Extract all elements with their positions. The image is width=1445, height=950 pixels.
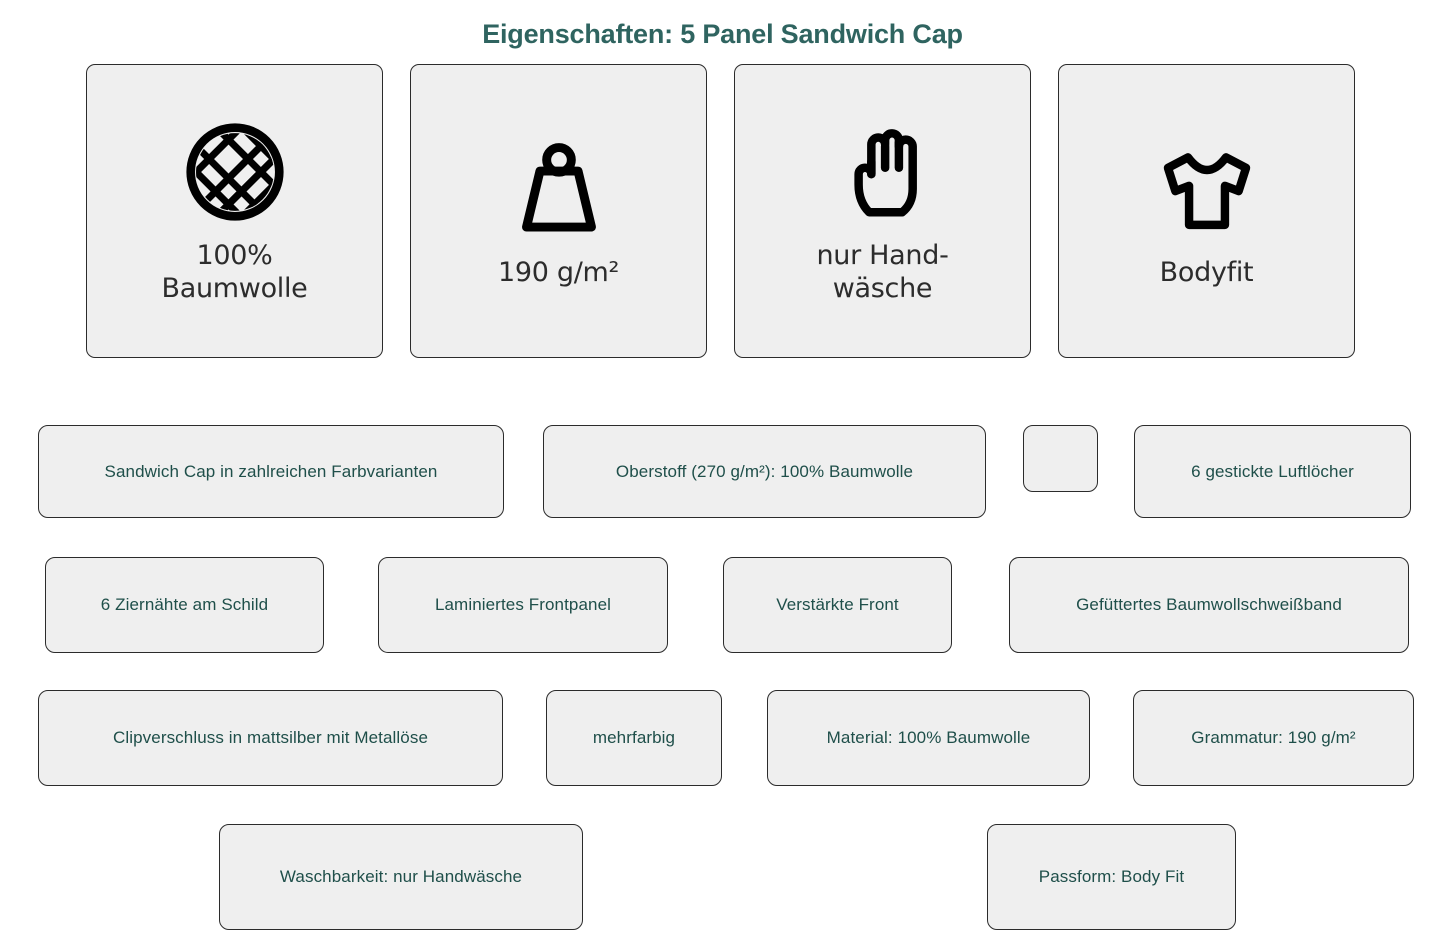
feature-card-handwash: nur Hand- wäsche: [734, 64, 1031, 358]
tag-item[interactable]: Laminiertes Frontpanel: [378, 557, 668, 653]
tag-item[interactable]: Waschbarkeit: nur Handwäsche: [219, 824, 583, 930]
tag-item[interactable]: mehrfarbig: [546, 690, 722, 786]
weight-icon: [503, 128, 615, 250]
tag-row-4: Waschbarkeit: nur Handwäsche Passform: B…: [219, 824, 1236, 930]
tag-item[interactable]: Oberstoff (270 g/m²): 100% Baumwolle: [543, 425, 986, 518]
tag-item[interactable]: 6 Ziernähte am Schild: [45, 557, 324, 653]
tag-item[interactable]: Passform: Body Fit: [987, 824, 1236, 930]
feature-card-label: 190 g/m²: [497, 256, 620, 288]
tag-item[interactable]: Grammatur: 190 g/m²: [1133, 690, 1414, 786]
hand-icon: [830, 111, 936, 233]
tag-item[interactable]: 6 gestickte Luftlöcher: [1134, 425, 1411, 518]
page-title: Eigenschaften: 5 Panel Sandwich Cap: [482, 19, 963, 49]
feature-card-weight: 190 g/m²: [410, 64, 707, 358]
feature-card-cotton: 100% Baumwolle: [86, 64, 383, 358]
tag-row-1: Sandwich Cap in zahlreichen Farbvariante…: [38, 425, 1411, 518]
tag-item[interactable]: Sandwich Cap in zahlreichen Farbvariante…: [38, 425, 504, 518]
tag-item[interactable]: Material: 100% Baumwolle: [767, 690, 1090, 786]
tshirt-icon: [1149, 128, 1265, 250]
feature-card-label: nur Hand- wäsche: [816, 240, 949, 304]
tag-item[interactable]: Clipverschluss in mattsilber mit Metallö…: [38, 690, 503, 786]
feature-card-label: Bodyfit: [1159, 256, 1254, 288]
tag-row-3: Clipverschluss in mattsilber mit Metallö…: [38, 690, 1414, 786]
tag-item[interactable]: Verstärkte Front: [723, 557, 952, 653]
tag-row-2: 6 Ziernähte am Schild Laminiertes Frontp…: [45, 557, 1409, 653]
feature-card-label: 100% Baumwolle: [161, 240, 308, 304]
feature-card-row: 100% Baumwolle 190 g/m² nur Hand- wä: [86, 64, 1363, 358]
feature-card-bodyfit: Bodyfit: [1058, 64, 1355, 358]
tag-item[interactable]: Gefüttertes Baumwollschweißband: [1009, 557, 1409, 653]
tag-item-empty[interactable]: [1023, 425, 1098, 492]
woven-fabric-circle-icon: [181, 111, 289, 233]
